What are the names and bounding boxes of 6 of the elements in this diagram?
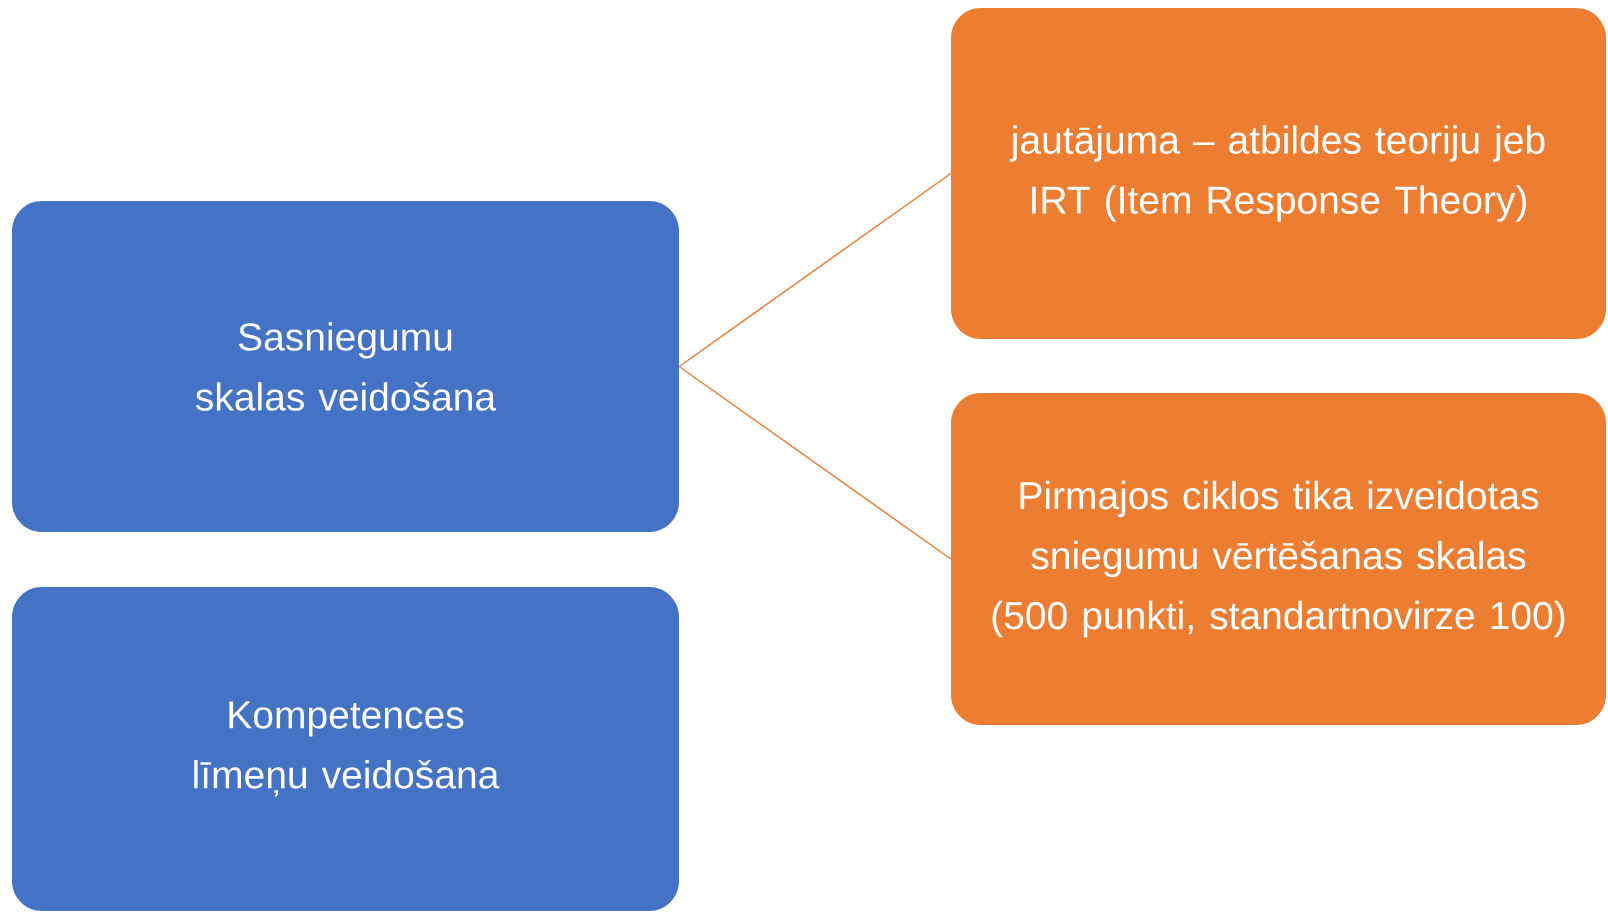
connector-line [678,365,952,560]
process-box: Pirmajos ciklos tika izveidotas sniegumu vērtēšanas skalas (500 punkti, standartnovirze 100) [951,393,1606,725]
process-box: Kompetences līmeņu veidošana [12,587,679,911]
process-box: jautājuma – atbildes teoriju jeb IRT (Item Response Theory) [951,8,1606,339]
connector-line [678,172,952,368]
process-box: Sasniegumu skalas veidošana [12,201,679,532]
